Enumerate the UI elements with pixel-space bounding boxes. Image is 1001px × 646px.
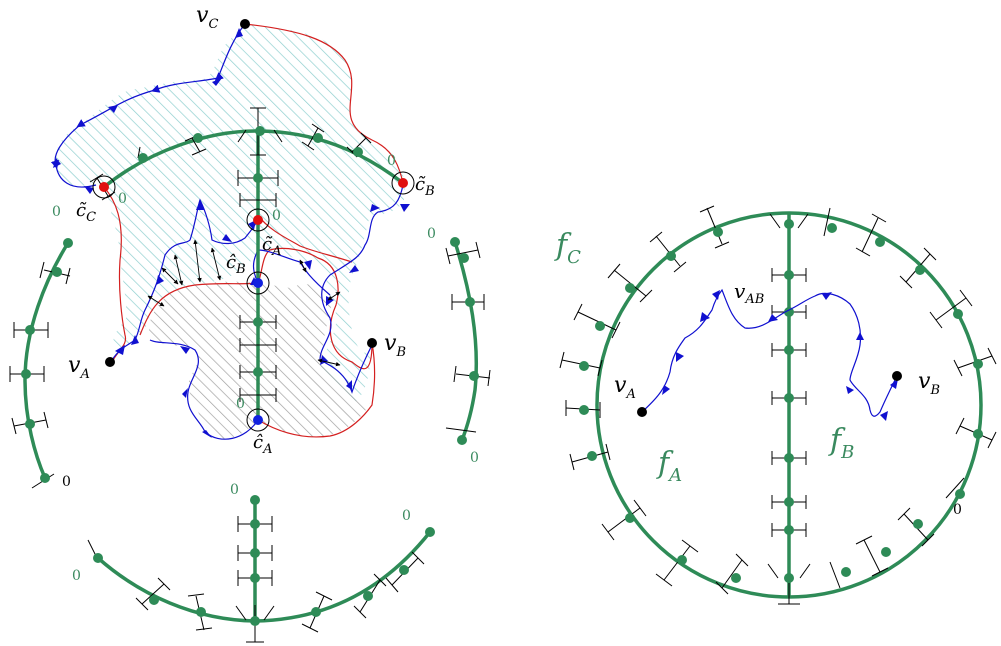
left-figure: vC vA vB c̃C c̃B c̃A ĉB ĉA 0 0 0 0 xyxy=(50,3,435,457)
zero-mark-cB: 0 xyxy=(387,153,396,169)
circle-ticks xyxy=(559,205,997,605)
face-label-fA: fA xyxy=(656,446,682,486)
zero-mark-left-side-top: 0 xyxy=(52,204,61,220)
blue-curve-bottom xyxy=(149,339,259,440)
label-cB-tilde: c̃B xyxy=(415,174,435,199)
label-cB-hat: ĉB xyxy=(226,252,246,277)
zero-mark-bottom-left: 0 xyxy=(72,568,81,584)
zero-mark-cA: 0 xyxy=(272,208,281,224)
zero-mark-bottom-center: 0 xyxy=(230,482,239,498)
right-label-vB: vB xyxy=(918,369,940,398)
right-label-vA: vA xyxy=(614,373,636,402)
label-cC-tilde: c̃C xyxy=(76,200,96,225)
corner-cA-hat-vertex xyxy=(253,415,263,425)
zero-mark-bottom-right: 0 xyxy=(402,508,411,524)
green-nodes xyxy=(138,126,363,377)
right-zero-mark: 0 xyxy=(953,502,962,518)
red-curve-middle xyxy=(139,247,373,370)
zero-mark-cC: 0 xyxy=(118,191,127,207)
corner-cB-hat-vertex xyxy=(253,278,263,288)
red-curve-inner xyxy=(257,214,353,263)
vertex-vB xyxy=(367,338,377,348)
blue-curve-left xyxy=(111,198,259,361)
right-vertex-vB xyxy=(892,371,902,381)
zero-mark-left-side-bottom: 0 xyxy=(62,474,71,490)
corner-cB-vertex xyxy=(398,178,408,188)
corner-cC-vertex xyxy=(99,182,109,192)
right-label-vAB: vAB xyxy=(734,279,764,307)
blue-curve-center xyxy=(252,249,331,296)
corner-cA-vertex xyxy=(253,215,263,225)
label-vC: vC xyxy=(196,3,218,32)
right-green-nodes xyxy=(579,219,983,583)
red-curve-top xyxy=(244,23,404,184)
vertex-vC xyxy=(240,19,250,29)
right-side-arc: 0 0 xyxy=(427,226,491,466)
bottom-arc: 0 0 0 xyxy=(72,482,435,643)
label-cA-hat: ĉA xyxy=(253,432,272,457)
zero-mark-cA-hat: 0 xyxy=(236,396,245,412)
right-figure: fC fA fB vA vB vAB 0 xyxy=(554,205,997,605)
zero-mark-right-side-bottom: 0 xyxy=(470,450,479,466)
right-vertex-vA xyxy=(637,407,647,417)
zero-mark-right-side-top: 0 xyxy=(427,226,436,242)
vertex-vA xyxy=(105,357,115,367)
right-blue-path-a xyxy=(641,288,898,417)
face-label-fC: fC xyxy=(554,228,581,268)
face-label-fB: fB xyxy=(828,423,854,463)
left-side-arc: 0 0 xyxy=(9,204,73,490)
label-vA: vA xyxy=(68,353,90,382)
red-curve-bottom xyxy=(257,342,376,438)
label-vB: vB xyxy=(384,331,406,360)
label-cA-tilde: c̃A xyxy=(262,234,281,259)
correspondence-arrows xyxy=(147,239,341,367)
corner-rings xyxy=(92,171,415,432)
right-blue-arrowheads xyxy=(662,290,898,421)
